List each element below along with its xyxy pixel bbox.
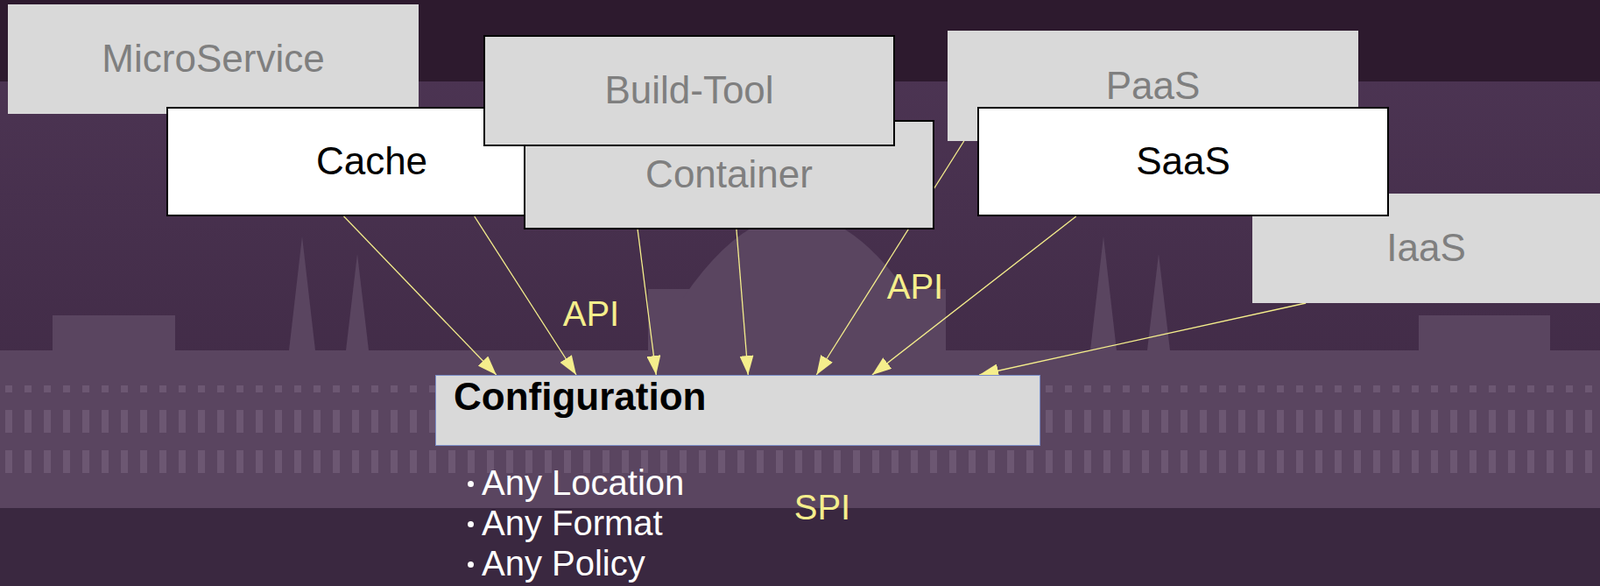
bullet-dot — [467, 521, 474, 528]
feature-item: Any Format — [481, 505, 663, 541]
interface-arrow — [736, 229, 748, 375]
interface-label: SPI — [794, 489, 851, 525]
box-label: Cache — [316, 140, 428, 183]
interface-arrow — [872, 216, 1077, 375]
box-label: Container — [645, 153, 813, 196]
spire — [345, 253, 369, 351]
box-label: Build-Tool — [604, 69, 774, 112]
box-label: PaaS — [1106, 64, 1201, 107]
box-label: IaaS — [1386, 226, 1467, 269]
box-label: MicroService — [101, 37, 325, 80]
service-box: SaaS — [977, 106, 1389, 217]
service-box: Build-Tool — [483, 35, 896, 147]
wing-block — [52, 315, 176, 368]
box-label: Configuration — [453, 375, 706, 418]
interface-label: API — [887, 268, 944, 304]
interface-arrow — [979, 303, 1306, 375]
box-label: SaaS — [1135, 140, 1231, 183]
interface-arrow — [474, 216, 577, 375]
interface-label: API — [563, 296, 620, 332]
building-body — [0, 350, 1600, 508]
bullet-dot — [467, 561, 474, 568]
spire — [288, 236, 316, 351]
spire — [1090, 236, 1117, 351]
feature-item: Any Location — [481, 465, 684, 501]
bullet-dot — [467, 480, 474, 487]
building-silhouette — [0, 96, 1600, 508]
configuration-box: Configuration — [435, 374, 1041, 446]
service-box: MicroService — [7, 4, 419, 114]
feature-item: Any Policy — [481, 545, 646, 581]
wing-block — [1418, 315, 1551, 368]
